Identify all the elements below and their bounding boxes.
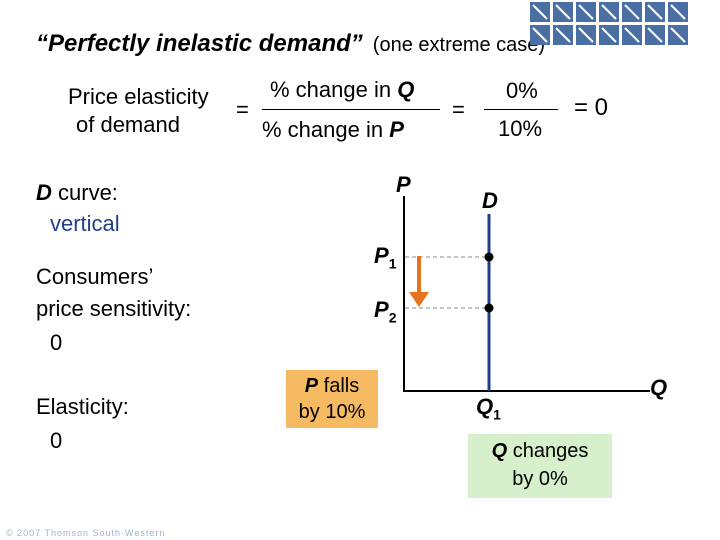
logo-cell-stroke [555, 4, 571, 20]
formula-lhs-line1: Price elasticity [68, 84, 209, 109]
logo-cell-stroke [578, 4, 594, 20]
formula-result: = 0 [574, 94, 609, 121]
logo-cell-stroke [532, 27, 548, 43]
dcurve-label: D curve: [36, 180, 118, 205]
logo-cell-stroke [555, 27, 571, 43]
logo-cell-stroke [532, 4, 548, 20]
formula-lhs-line2: of demand [76, 112, 180, 137]
footer-copyright: © 2007 Thomson South-Western [6, 528, 166, 538]
dcurve-value: vertical [50, 211, 120, 236]
logo-cell-stroke [601, 27, 617, 43]
logo-cell-stroke [670, 27, 686, 43]
formula-frac2-denominator: 10% [498, 116, 543, 141]
q1-label: Q1 [476, 394, 501, 423]
p1-label: P1 [374, 243, 397, 272]
quantity-change-box: Q changes by 0% [468, 434, 612, 498]
x-axis-label: Q [650, 375, 668, 400]
logo-cell-stroke [601, 4, 617, 20]
sensitivity-label-line1: Consumers’ [36, 264, 154, 289]
elasticity-value: 0 [50, 428, 63, 453]
formula-equals-2: = [452, 97, 465, 122]
slide-title: “Perfectly inelastic demand”(one extreme… [36, 30, 546, 57]
logo-icon [530, 2, 688, 45]
elasticity-label: Elasticity: [36, 394, 129, 419]
formula-numerator: % change in Q [270, 77, 415, 102]
formula-fraction-bar [262, 109, 440, 110]
logo-cell-stroke [624, 27, 640, 43]
formula-equals-1: = [236, 97, 249, 122]
y-axis-label: P [396, 172, 411, 197]
logo-cell-stroke [624, 4, 640, 20]
logo-cell-stroke [670, 4, 686, 20]
logo-cell-stroke [578, 27, 594, 43]
title-subtitle: (one extreme case) [372, 34, 546, 56]
sensitivity-label-line2: price sensitivity: [36, 296, 192, 321]
demand-curve-label: D [482, 188, 498, 213]
formula-fraction-bar-2 [484, 109, 558, 110]
formula-denominator: % change in P [262, 117, 404, 142]
sensitivity-value: 0 [50, 330, 63, 355]
logo-cell-stroke [647, 4, 663, 20]
formula-frac2-numerator: 0% [506, 78, 538, 103]
point-p1 [484, 252, 494, 262]
point-p2 [484, 303, 494, 313]
price-change-box: P falls by 10% [286, 370, 378, 428]
price-drop-arrow-icon [409, 292, 429, 307]
logo-cell-stroke [647, 27, 663, 43]
p2-label: P2 [374, 297, 397, 326]
